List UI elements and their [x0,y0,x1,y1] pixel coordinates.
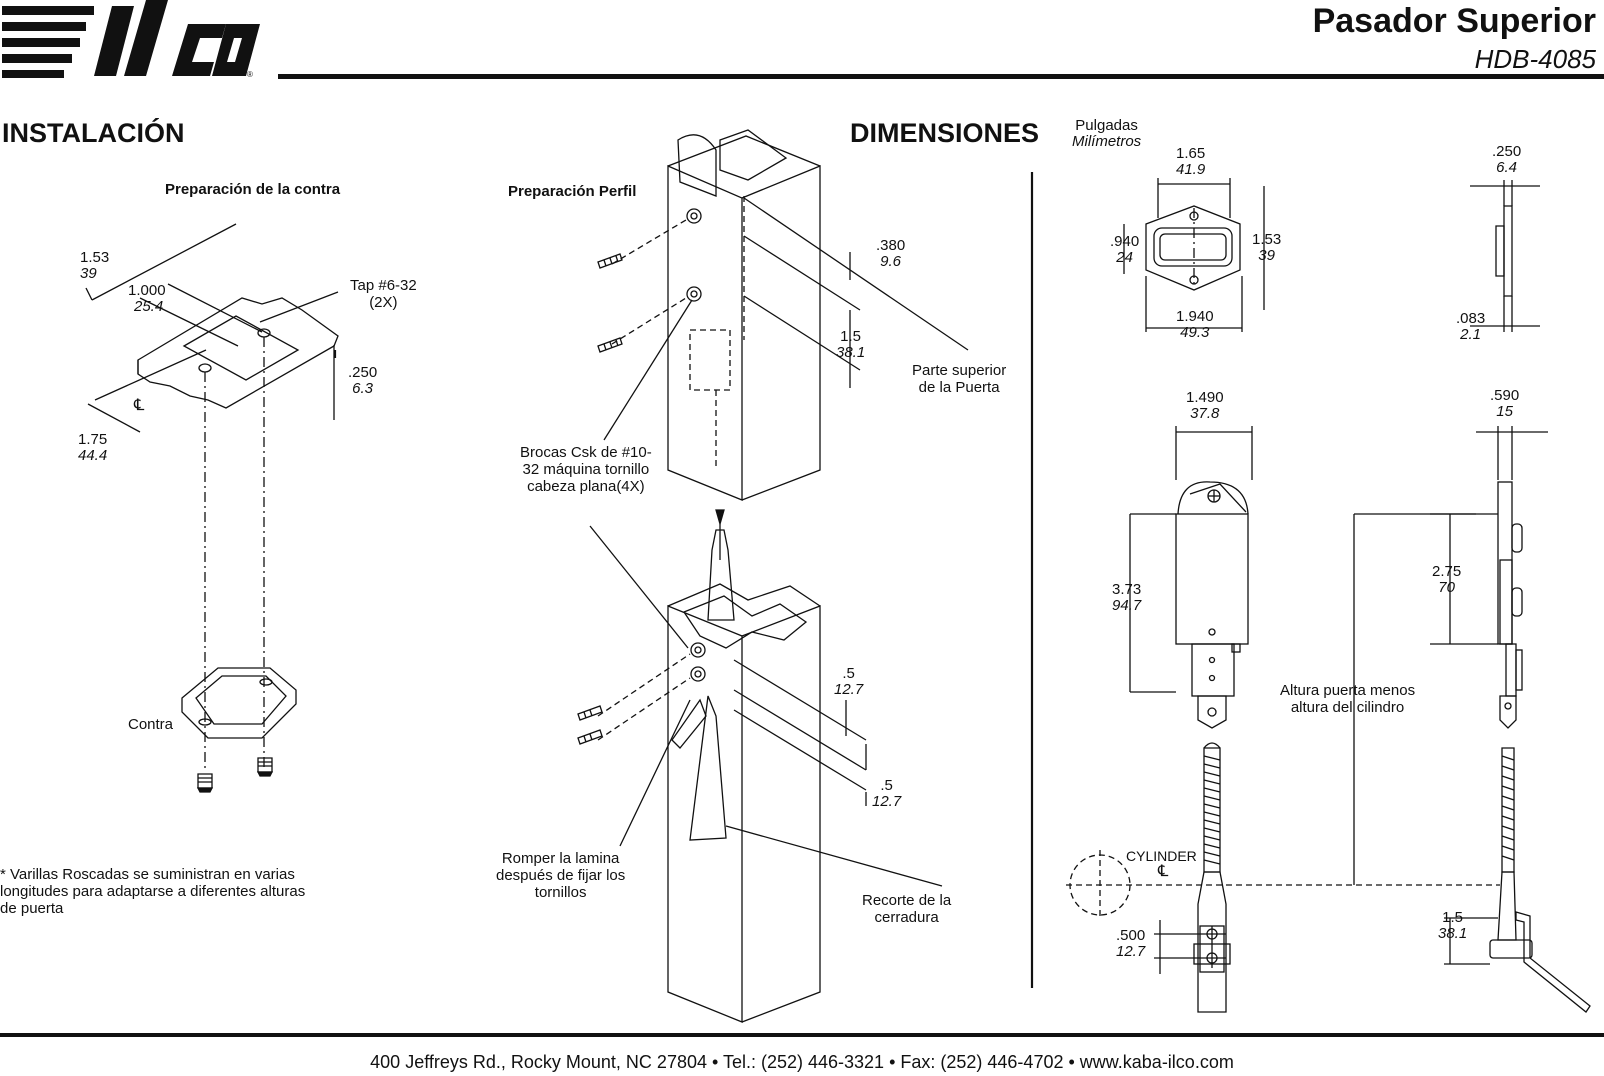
cylinder-label: CYLINDER [1126,848,1197,864]
break-note: Romper la lamina después de fijar los to… [496,850,626,901]
installation-heading: INSTALACIÓN [2,118,185,148]
drill-note: Brocas Csk de #10- 32 máquina tornillo c… [520,444,652,495]
cutout-note: Recorte de la cerradura [862,892,952,926]
cylinder-centerline: ℄ [1158,863,1169,880]
footer-rule [0,1033,1604,1037]
dimensions-heading: DIMENSIONES [850,118,1040,148]
door-top-note: Parte superior de la Puerta [912,362,1007,396]
model-number: HDB-4085 [1474,44,1596,74]
threaded-rod-footnote: * Varillas Roscadas se suministran en va… [0,866,306,917]
strike-label: Contra [128,716,174,733]
footer-address: 400 Jeffreys Rd., Rocky Mount, NC 27804 … [370,1052,1234,1072]
header-rule [278,74,1604,79]
door-height-note: Altura puerta menos altura del cilindro [1280,682,1416,716]
svg-text:®: ® [247,70,253,79]
tap-note: Tap #6-32 (2X) [350,277,417,311]
strike-side-view [1470,180,1540,332]
ilco-logo: ® [2,0,260,79]
strike-prep-label: Preparación de la contra [165,181,341,198]
strike-prep-drawing [85,223,339,793]
profile-lower-drawing [577,525,943,1023]
body-side-view [1353,426,1591,1013]
centerline-mark: ℄ [134,397,145,414]
strike-top-view [1123,178,1265,332]
document-title: Pasador Superior [1312,2,1596,40]
profile-upper-drawing [597,129,969,560]
body-front-view [1066,426,1500,1013]
profile-prep-label: Preparación Perfil [508,183,637,200]
